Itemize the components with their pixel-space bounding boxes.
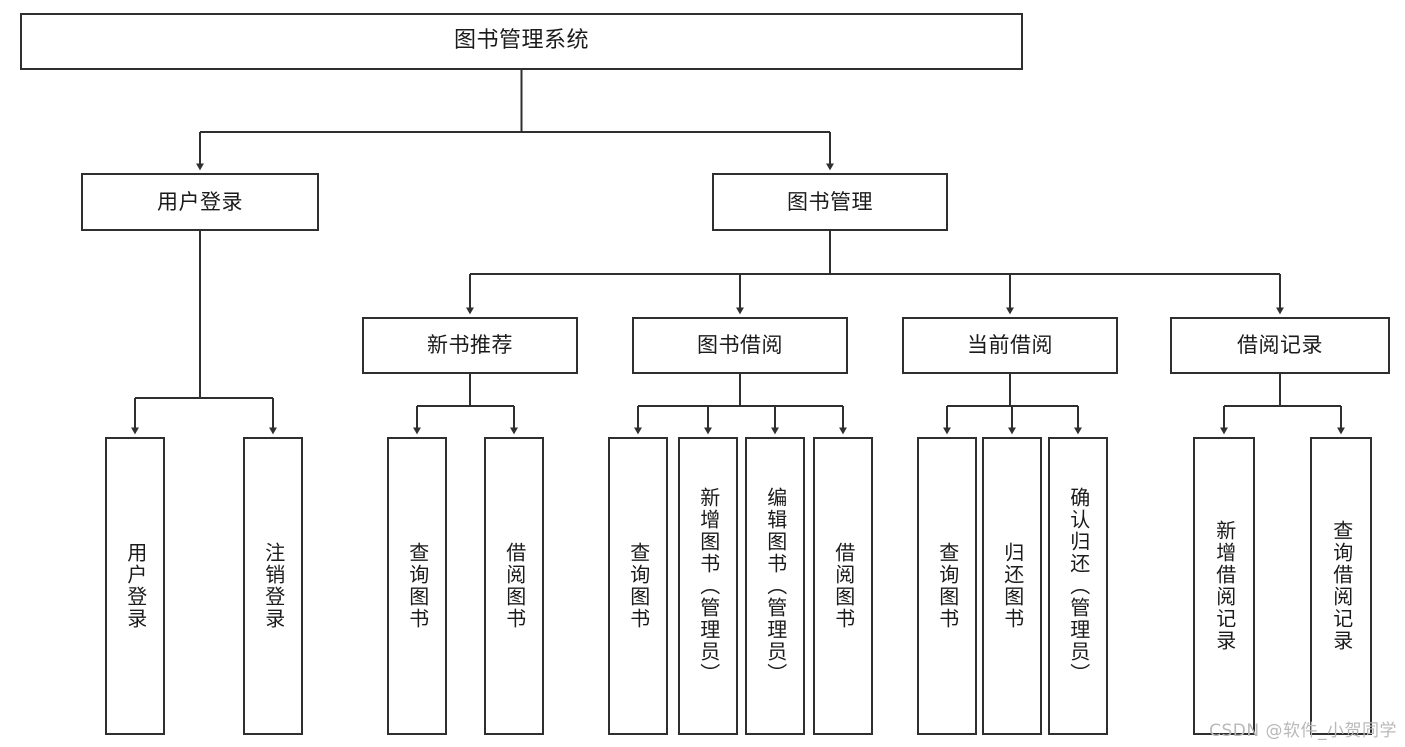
- node-label-l_editbook: 编辑图书（管理员）: [763, 487, 788, 685]
- node-borrow[interactable]: 图书借阅: [632, 317, 848, 374]
- node-label-l_login: 用户登录: [123, 542, 148, 630]
- node-label-borrow: 图书借阅: [697, 333, 783, 358]
- node-l_logout[interactable]: 注销登录: [243, 437, 303, 735]
- node-records[interactable]: 借阅记录: [1170, 317, 1390, 374]
- node-label-l_bnew: 借阅图书: [502, 542, 527, 630]
- node-l_qbook[interactable]: 查询图书: [608, 437, 668, 735]
- node-label-l_qcur: 查询图书: [935, 542, 960, 630]
- watermark-text: CSDN @软件_小贺同学: [1209, 721, 1397, 741]
- node-label-l_addbook: 新增图书（管理员）: [696, 487, 721, 685]
- node-label-l_borrow: 借阅图书: [831, 542, 856, 630]
- node-label-bookmgmt: 图书管理: [787, 189, 873, 214]
- node-l_bnew[interactable]: 借阅图书: [484, 437, 544, 735]
- node-label-root: 图书管理系统: [453, 28, 589, 54]
- node-label-current: 当前借阅: [967, 333, 1053, 358]
- node-l_addrec[interactable]: 新增借阅记录: [1193, 437, 1255, 735]
- node-l_borrow[interactable]: 借阅图书: [813, 437, 873, 735]
- node-login[interactable]: 用户登录: [81, 173, 319, 231]
- node-l_addbook[interactable]: 新增图书（管理员）: [678, 437, 738, 735]
- node-l_return[interactable]: 归还图书: [982, 437, 1042, 735]
- node-l_qcur[interactable]: 查询图书: [917, 437, 977, 735]
- node-label-login: 用户登录: [157, 189, 243, 214]
- node-newrec[interactable]: 新书推荐: [362, 317, 578, 374]
- node-label-l_confirm: 确认归还（管理员）: [1066, 487, 1091, 685]
- node-l_confirm[interactable]: 确认归还（管理员）: [1048, 437, 1108, 735]
- node-label-l_qnew: 查询图书: [405, 542, 430, 630]
- node-l_qrec[interactable]: 查询借阅记录: [1310, 437, 1372, 735]
- node-label-l_addrec: 新增借阅记录: [1212, 520, 1237, 652]
- node-label-l_qrec: 查询借阅记录: [1329, 520, 1354, 652]
- node-bookmgmt[interactable]: 图书管理: [712, 173, 948, 231]
- node-label-l_return: 归还图书: [1000, 542, 1025, 630]
- node-label-l_logout: 注销登录: [261, 542, 286, 630]
- node-l_editbook[interactable]: 编辑图书（管理员）: [745, 437, 805, 735]
- node-label-newrec: 新书推荐: [427, 333, 513, 358]
- node-l_qnew[interactable]: 查询图书: [387, 437, 447, 735]
- node-l_login[interactable]: 用户登录: [105, 437, 165, 735]
- node-current[interactable]: 当前借阅: [902, 317, 1118, 374]
- node-root[interactable]: 图书管理系统: [20, 13, 1023, 70]
- node-label-records: 借阅记录: [1237, 333, 1323, 358]
- node-label-l_qbook: 查询图书: [626, 542, 651, 630]
